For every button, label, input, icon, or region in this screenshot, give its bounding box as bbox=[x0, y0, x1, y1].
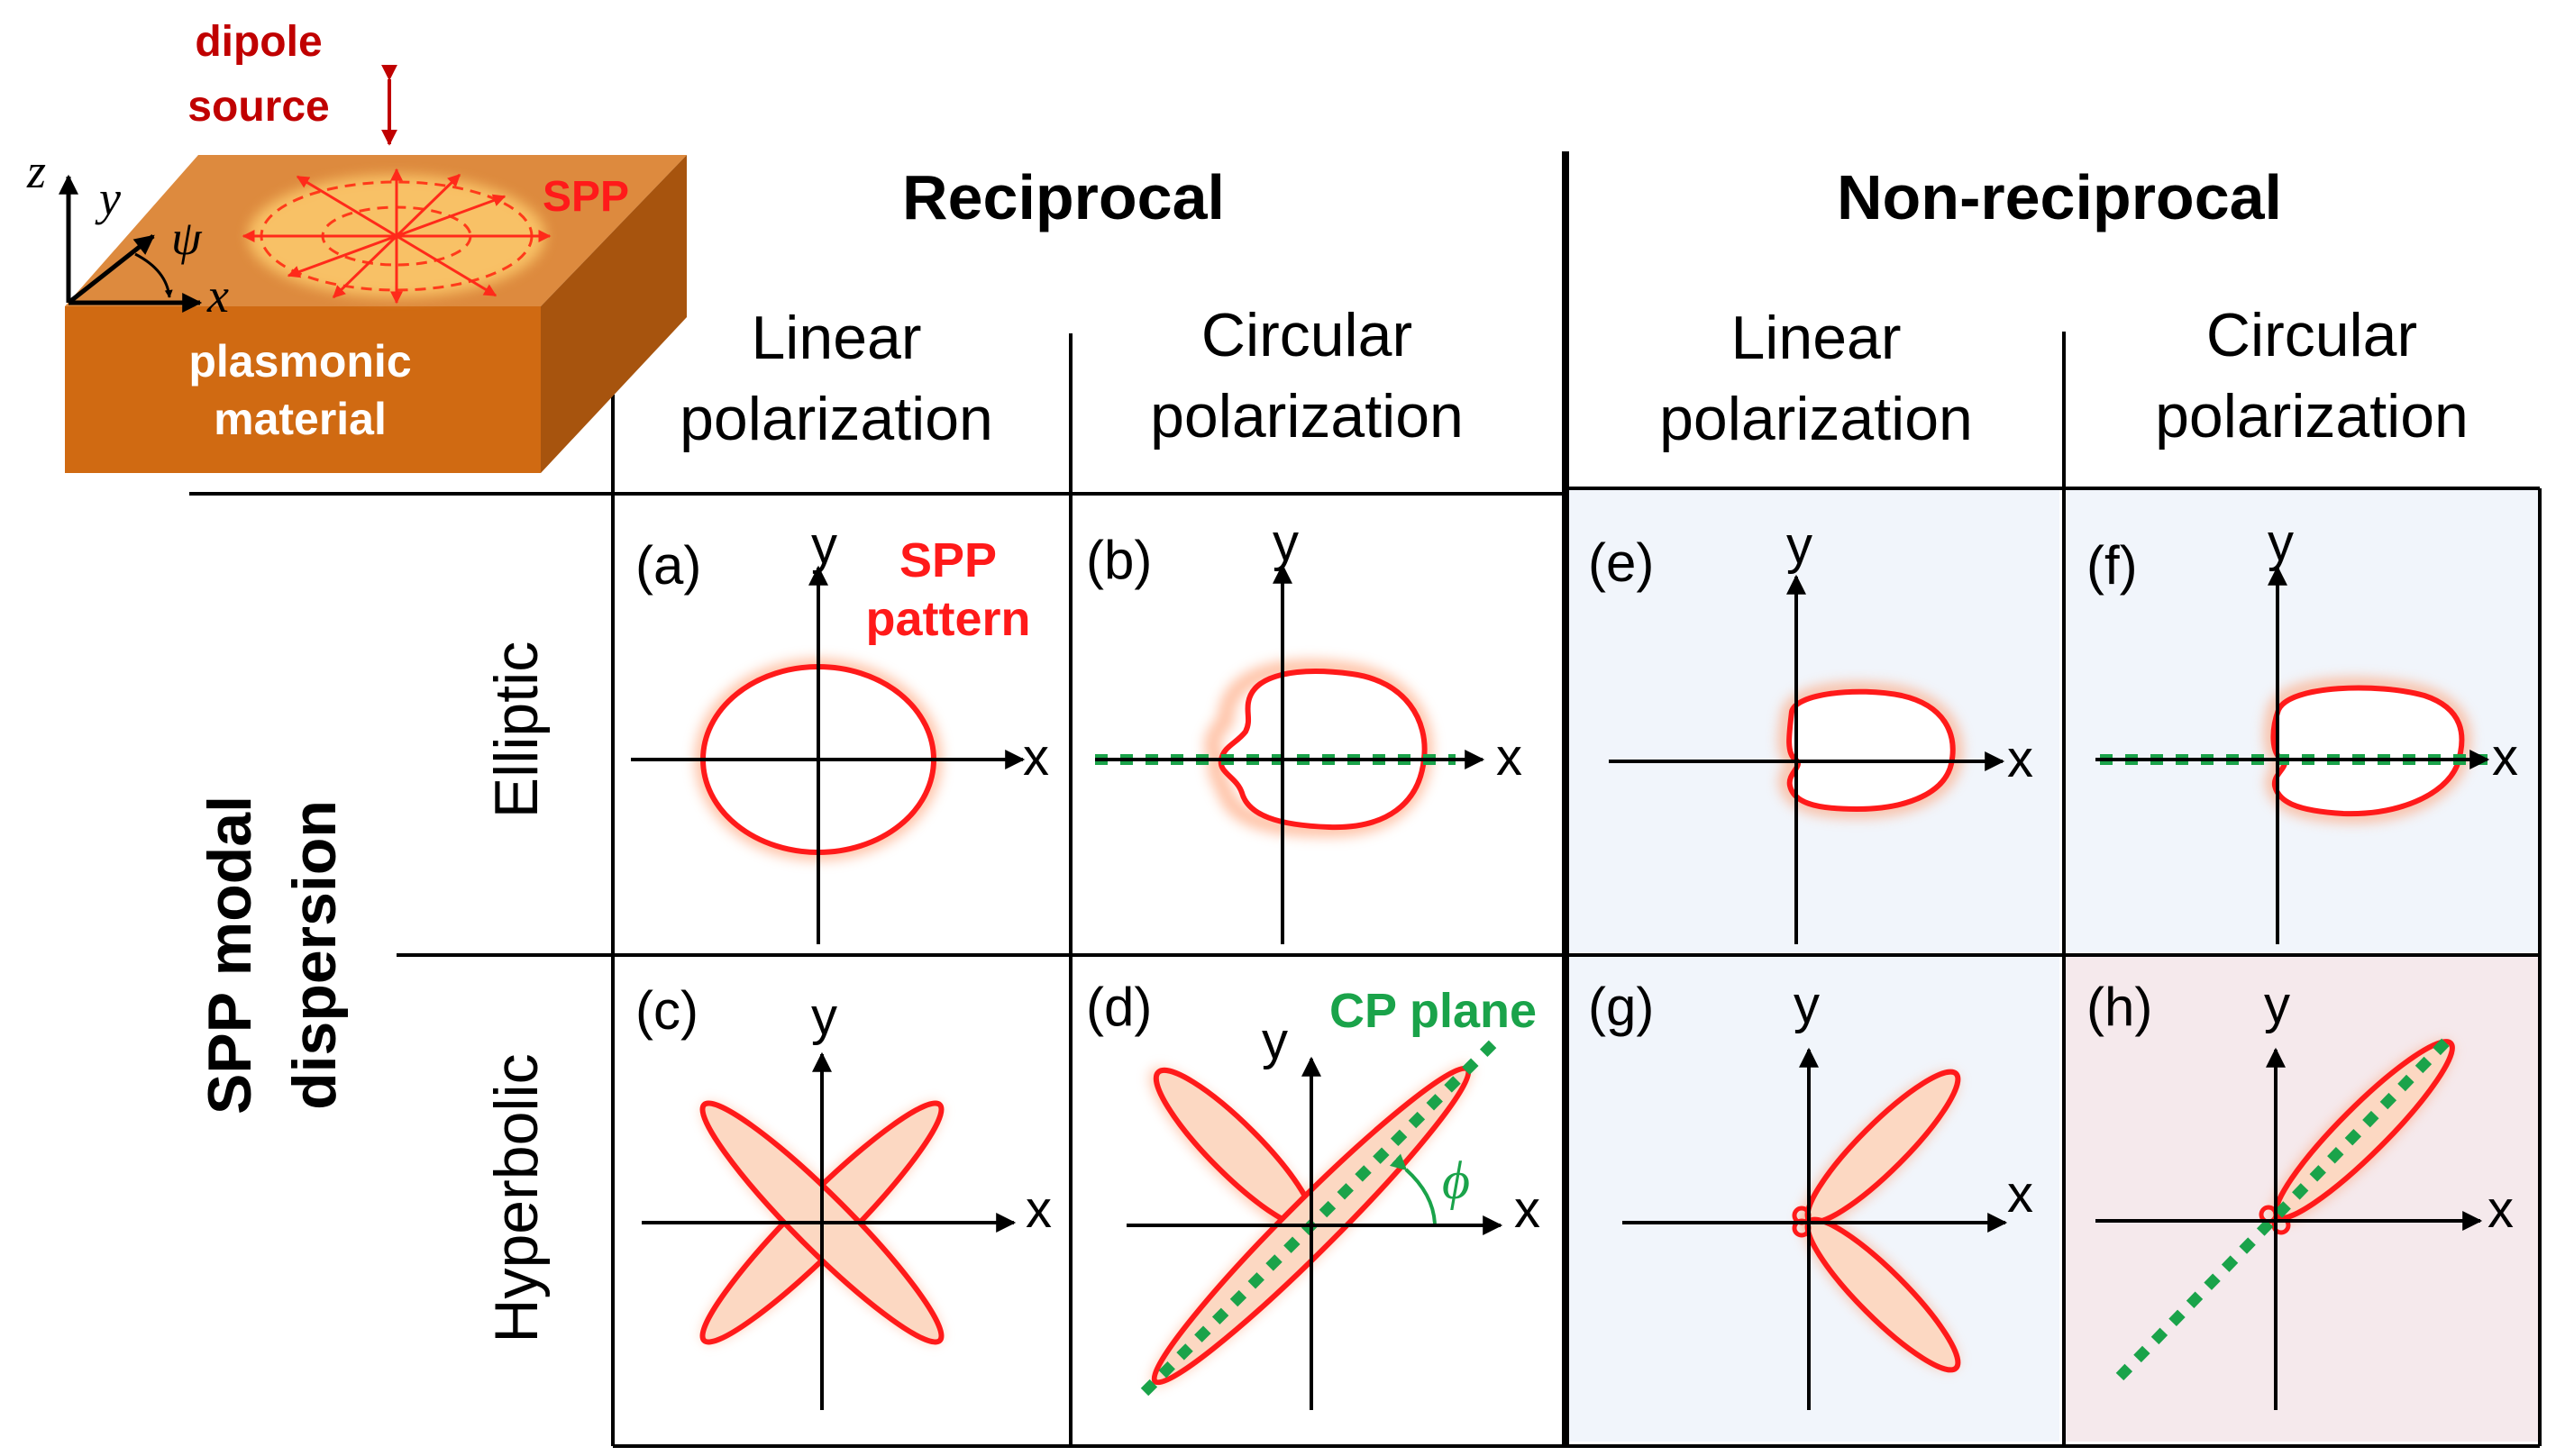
panel-f-axis-x: x bbox=[2492, 728, 2518, 787]
material-label-line1: plasmonic bbox=[188, 336, 411, 387]
col3-header-line1: Linear bbox=[1730, 304, 1901, 372]
slab-front-face bbox=[65, 306, 541, 473]
panel-h: (h) x y bbox=[2086, 976, 2514, 1410]
inset-axis-x: x bbox=[206, 268, 229, 323]
panel-c-axis-x: x bbox=[1026, 1180, 1052, 1239]
panel-g-label: (g) bbox=[1588, 977, 1654, 1037]
panel-a-label: (a) bbox=[635, 535, 701, 596]
inset-axes bbox=[59, 174, 203, 313]
panel-c: (c) x y bbox=[635, 980, 1052, 1410]
spp-pattern-label-line1: SPP bbox=[899, 533, 997, 587]
panel-e-axis-x: x bbox=[2007, 730, 2033, 788]
header-non-reciprocal: Non-reciprocal bbox=[1837, 162, 2282, 232]
panel-b-label: (b) bbox=[1086, 530, 1152, 590]
panel-d-phi-arc bbox=[1389, 1153, 1437, 1224]
cp-plane-label: CP plane bbox=[1329, 984, 1537, 1038]
spp-label: SPP bbox=[543, 173, 629, 221]
panel-e-axis-y: y bbox=[1786, 516, 1812, 575]
slab-side-face bbox=[541, 155, 687, 473]
col4-header-line1: Circular bbox=[2206, 301, 2417, 369]
panel-d: (d) ϕ CP plane x y bbox=[1086, 977, 1540, 1410]
spp-radial-arrows bbox=[242, 168, 552, 305]
panel-e: (e) x y bbox=[1588, 516, 2033, 944]
col3-header-line2: polarization bbox=[1659, 385, 1973, 453]
panel-d-axis-y: y bbox=[1262, 1012, 1288, 1070]
panel-b-axis-x: x bbox=[1496, 728, 1522, 787]
dipole-label-line1: dipole bbox=[195, 18, 322, 66]
panel-g-axis-x: x bbox=[2007, 1165, 2033, 1224]
spp-pattern-label-line2: pattern bbox=[865, 592, 1030, 646]
panel-f-label: (f) bbox=[2086, 535, 2138, 596]
dipole-label-line2: source bbox=[187, 83, 329, 131]
inset-angle-psi: ψ bbox=[171, 211, 203, 265]
psi-arc bbox=[134, 252, 173, 298]
panel-c-axis-y: y bbox=[811, 987, 837, 1046]
table-grid bbox=[189, 332, 2542, 1448]
col4-header-line2: polarization bbox=[2155, 382, 2469, 450]
panel-h-cp-plane bbox=[2115, 1030, 2458, 1381]
panel-g: (g) x y bbox=[1588, 976, 2033, 1410]
panel-f-spp-pattern bbox=[2270, 685, 2465, 817]
col2-header-line2: polarization bbox=[1150, 382, 1464, 450]
header-reciprocal: Reciprocal bbox=[902, 162, 1225, 232]
inset-axis-y: y bbox=[95, 171, 121, 225]
panel-h-label: (h) bbox=[2086, 977, 2152, 1037]
panel-f-axis-y: y bbox=[2268, 514, 2294, 572]
col1-header-line1: Linear bbox=[751, 304, 921, 372]
inset-axis-z: z bbox=[26, 144, 46, 198]
panel-e-spp-pattern bbox=[1786, 688, 1956, 813]
panel-b-axis-y: y bbox=[1273, 514, 1299, 572]
panel-a-axis-x: x bbox=[1023, 728, 1049, 787]
panel-h-axis-y: y bbox=[2264, 976, 2290, 1034]
panel-d-axis-x: x bbox=[1514, 1180, 1540, 1239]
col1-header-line2: polarization bbox=[680, 385, 993, 453]
row-group-label-line2: dispersion bbox=[280, 800, 349, 1110]
panel-d-phi: ϕ bbox=[1442, 1151, 1470, 1210]
panel-d-cp-plane bbox=[1140, 1036, 1501, 1397]
row-group-label-line1: SPP modal bbox=[196, 796, 264, 1115]
panel-c-label: (c) bbox=[635, 980, 698, 1041]
panel-d-label: (d) bbox=[1086, 977, 1152, 1037]
panel-b-spp-pattern bbox=[1218, 669, 1428, 831]
panel-b: (b) x y bbox=[1086, 514, 1522, 944]
row-label-elliptic: Elliptic bbox=[482, 642, 551, 819]
panel-g-axis-y: y bbox=[1794, 976, 1820, 1034]
panel-a-axis-y: y bbox=[811, 516, 837, 575]
panel-f: (f) x y bbox=[2086, 514, 2518, 944]
panel-h-axis-x: x bbox=[2488, 1180, 2514, 1239]
col2-header-line1: Circular bbox=[1201, 301, 1412, 369]
panel-e-label: (e) bbox=[1588, 532, 1654, 593]
row-label-hyperbolic: Hyperbolic bbox=[482, 1053, 551, 1342]
material-label-line2: material bbox=[214, 394, 387, 444]
panel-a: (a) x y SPP pattern bbox=[631, 516, 1049, 944]
inset-slab: dipole source SPP plasmonic material z y… bbox=[26, 18, 687, 473]
